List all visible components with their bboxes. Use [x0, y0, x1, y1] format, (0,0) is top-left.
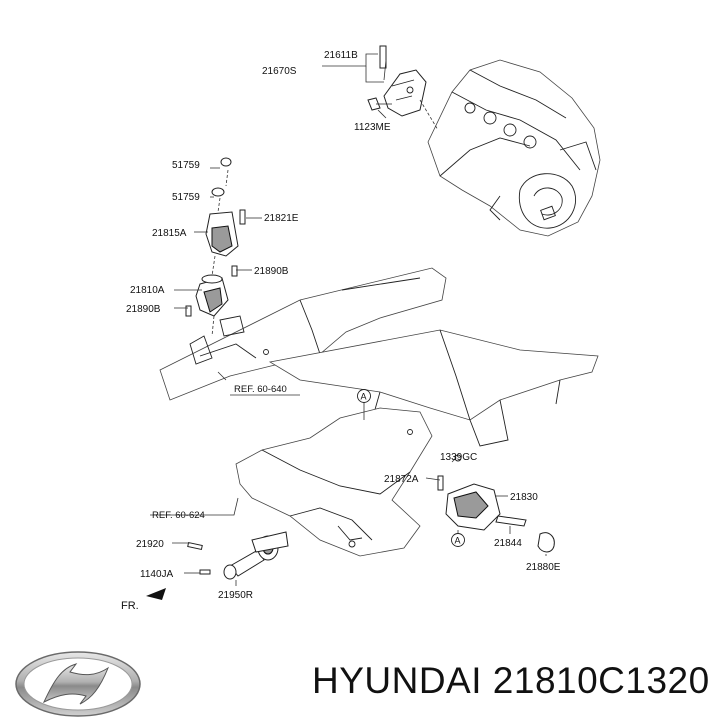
ref-60-640: REF. 60-640 — [234, 384, 287, 395]
label-21950R: 21950R — [218, 590, 253, 601]
label-1123ME: 1123ME — [354, 122, 391, 133]
label-21810A: 21810A — [130, 285, 165, 296]
label-21830: 21830 — [510, 492, 538, 503]
label-51759-upper: 51759 — [172, 160, 200, 171]
front-arrow — [146, 588, 166, 600]
label-21670S: 21670S — [262, 66, 297, 77]
label-21611B: 21611B — [324, 50, 358, 61]
part-number-caption: HYUNDAI 21810C1320 — [312, 660, 710, 701]
label-21890B-lower: 21890B — [126, 304, 161, 315]
label-21872A: 21872A — [384, 474, 419, 485]
label-21815A: 21815A — [152, 228, 187, 239]
section-marker-bottom: A — [451, 533, 465, 547]
right-engine-mount — [437, 454, 555, 553]
label-21880E: 21880E — [526, 562, 561, 573]
callout-labels: 21611B 21670S 1123ME 51759 51759 21821E … — [126, 50, 561, 601]
label-21890B-upper: 21890B — [254, 266, 289, 277]
label-51759-lower: 51759 — [172, 192, 200, 203]
leader-lines — [150, 53, 547, 586]
label-21821E: 21821E — [264, 213, 299, 224]
ref-60-624: REF. 60-624 — [152, 510, 205, 521]
reference-labels: REF. 60-640 REF. 60-624 FR. — [121, 384, 287, 612]
label-1140JA: 1140JA — [140, 569, 174, 580]
svg-text:A: A — [455, 536, 461, 546]
label-21844: 21844 — [494, 538, 522, 549]
label-1339GC: 1339GC — [440, 452, 477, 463]
engine-block — [427, 59, 601, 237]
roll-rod-mount — [187, 531, 289, 580]
label-21920: 21920 — [136, 539, 164, 550]
svg-text:A: A — [361, 392, 367, 402]
front-label: FR. — [121, 600, 139, 612]
section-marker-top: A — [357, 389, 371, 403]
engine-bracket — [367, 45, 439, 131]
hyundai-logo — [15, 651, 141, 717]
front-subframe — [159, 267, 599, 557]
left-engine-mount-assembly — [185, 157, 246, 337]
